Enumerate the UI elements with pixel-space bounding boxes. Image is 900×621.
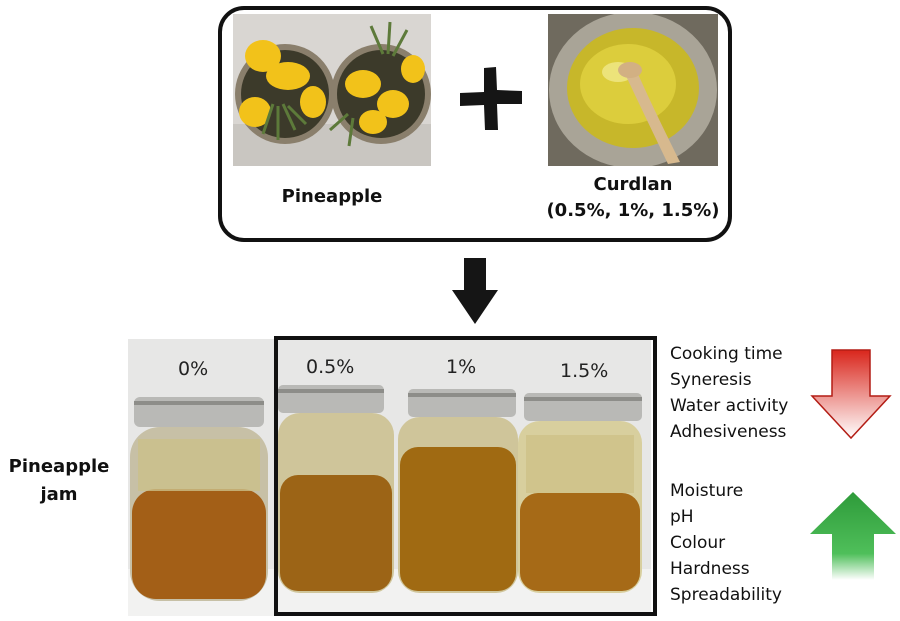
down-arrow-icon	[452, 258, 498, 324]
jar-1-percent	[398, 389, 518, 593]
decreased-item: Adhesiveness	[670, 422, 787, 442]
curdlan-label: Curdlan (0.5%, 1%, 1.5%)	[520, 172, 746, 224]
increased-item: Colour	[670, 533, 726, 553]
jam-label-line2: jam	[40, 484, 78, 505]
pineapple-label: Pineapple	[281, 186, 383, 207]
jar-0-percent	[130, 397, 268, 601]
ingredients-box	[218, 6, 732, 242]
decreased-item: Cooking time	[670, 344, 783, 364]
decreased-item: Syneresis	[670, 370, 752, 390]
jar-label-0: 0%	[178, 358, 209, 380]
jam-jars-photo	[128, 339, 651, 616]
increase-arrow-icon	[810, 492, 896, 580]
jar-label-1: 1%	[446, 356, 477, 378]
jar-05-percent	[278, 385, 394, 593]
increased-properties: Moisture pH Colour Hardness Spreadabilit…	[670, 478, 782, 608]
plus-icon	[460, 67, 522, 130]
jar-15-percent	[518, 393, 642, 593]
jar-label-05: 0.5%	[306, 356, 355, 378]
decreased-item: Water activity	[670, 396, 789, 416]
curdlan-jars-frame	[274, 336, 657, 616]
jar-label-15: 1.5%	[560, 360, 609, 382]
curdlan-photo	[548, 14, 718, 166]
pineapple-photo	[233, 14, 431, 166]
curdlan-concentrations: (0.5%, 1%, 1.5%)	[546, 200, 720, 221]
increased-item: Hardness	[670, 559, 750, 579]
increased-item: pH	[670, 507, 694, 527]
curdlan-title: Curdlan	[593, 174, 673, 195]
decreased-properties: Cooking time Syneresis Water activity Ad…	[670, 341, 788, 445]
jam-label-line1: Pineapple	[8, 456, 110, 477]
increased-item: Moisture	[670, 481, 744, 501]
increased-item: Spreadability	[670, 585, 782, 605]
decrease-arrow-icon	[810, 349, 892, 440]
pineapple-jam-label: Pineapple jam	[0, 453, 118, 509]
